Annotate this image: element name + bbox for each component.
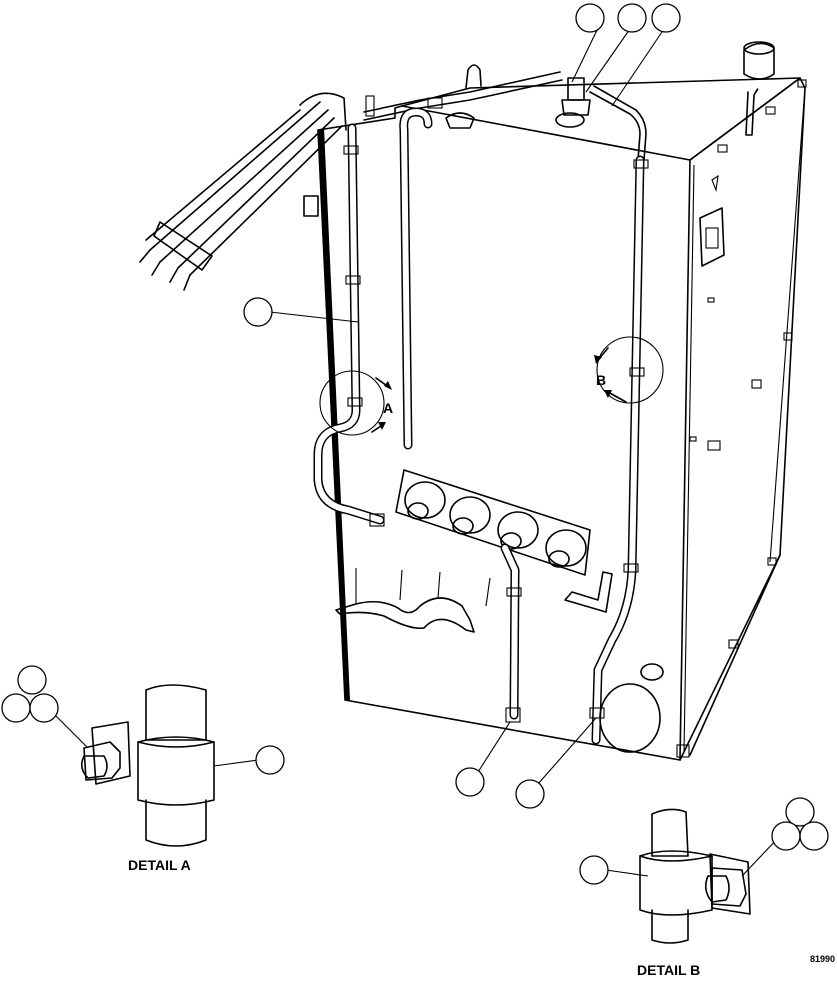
view-marker-b-label: B xyxy=(596,372,606,388)
callout-bubble-lower-2 xyxy=(515,779,545,809)
detail-a-label: DETAIL A xyxy=(128,857,191,873)
left-tube xyxy=(313,107,433,527)
callout-bubble-a-3 xyxy=(29,693,59,723)
bulkhead-fittings xyxy=(335,469,664,753)
callout-bubble-lower-1 xyxy=(455,767,485,797)
detail-b-label: DETAIL B xyxy=(637,962,700,977)
view-marker-a: A xyxy=(319,370,393,436)
callout-bubble-top-1 xyxy=(575,3,605,33)
fitting-4 xyxy=(545,529,587,568)
callout-bubble-b-clamp xyxy=(579,855,609,885)
view-marker-a-label: A xyxy=(383,400,393,416)
callout-bubble-b-2 xyxy=(771,821,801,851)
detail-a: DETAIL A xyxy=(1,665,285,873)
figure-id: 81990 xyxy=(810,954,835,964)
callout-bubble-left-tube xyxy=(243,297,273,327)
fitting-2 xyxy=(449,496,491,535)
callout-bubble-a-clamp xyxy=(255,745,285,775)
view-marker-b: B xyxy=(594,336,664,404)
callout-bubble-b-1 xyxy=(785,797,815,827)
callout-bubble-top-3 xyxy=(651,3,681,33)
callout-bubble-b-3 xyxy=(799,821,829,851)
callout-bubble-top-2 xyxy=(617,3,647,33)
fitting-3 xyxy=(497,511,539,550)
right-tube xyxy=(589,155,649,745)
hose-bundle xyxy=(139,92,347,291)
detail-b: DETAIL B xyxy=(579,797,829,978)
fitting-1 xyxy=(404,481,446,520)
top-fittings xyxy=(363,41,775,161)
callout-bubble-a-2 xyxy=(1,693,31,723)
callouts-main xyxy=(243,3,681,809)
callout-bubble-a-1 xyxy=(17,665,47,695)
